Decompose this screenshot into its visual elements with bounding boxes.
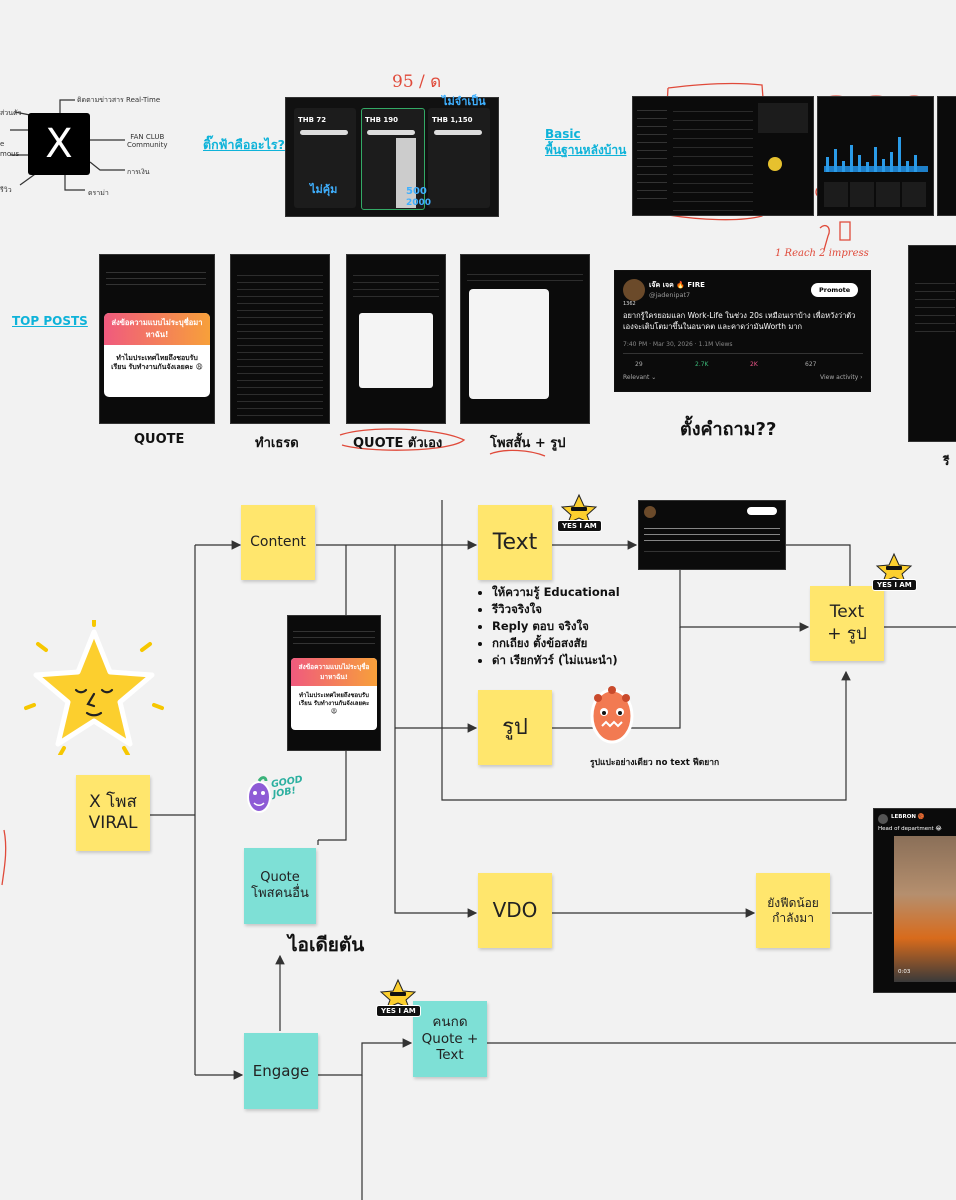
anon-message-body: ทำไมประเทศไทยถึงชอบรับเรียน รับทำงานกันจ… — [111, 354, 203, 372]
sticky-reply-quote[interactable]: คนกด Quote + Text — [413, 1001, 487, 1077]
featured-post-name: เจ๊ค เจค 🔥 FIRE — [649, 281, 705, 289]
handwritten-500: 500 — [406, 186, 427, 197]
mindmap-branch-review: รีวิว — [0, 186, 12, 194]
handwritten-2000: 2000 — [406, 198, 432, 208]
mindmap-branch-realtime: ติดตามข่าวสาร Real-Time — [77, 96, 161, 104]
mindmap-branch-drama: ดราม่า — [88, 189, 109, 197]
handwritten-no-need: ไม่จำเป็น — [442, 95, 486, 108]
tier-price-premiumplus: THB 1,150 — [432, 116, 473, 124]
ask-question-label: ตั้งคำถาม?? — [680, 419, 777, 440]
sticky-text[interactable]: Text — [478, 505, 552, 580]
analytics-screenshot-cut — [937, 96, 956, 216]
top-post-short-image — [460, 254, 590, 424]
video-time: 0:03 — [898, 969, 911, 975]
caption-short-image: โพสสั้น + รูป — [490, 436, 566, 451]
mindmap-branch-finance: การเงิน — [127, 168, 150, 176]
top-posts-label[interactable]: TOP POSTS — [12, 314, 88, 328]
sticky-vdo[interactable]: VDO — [478, 873, 552, 948]
mindmap-branch-fanclub: FAN CLUB Community — [127, 133, 168, 149]
image-note: รูปแปะอย่างเดียว no text ฟีดยาก — [590, 758, 720, 768]
sticky-quote-other[interactable]: Quote โพสคนอื่น — [244, 848, 316, 924]
top-post-thread — [230, 254, 330, 424]
caption-quote-self: QUOTE ตัวเอง — [353, 436, 443, 451]
top-post-quote-self — [346, 254, 446, 424]
basic-backend-label[interactable]: Basic พื้นฐานหลังบ้าน — [545, 127, 627, 157]
repost-count[interactable]: 2.7K — [695, 361, 709, 368]
right-edge-screenshot — [908, 245, 956, 442]
tier-price-premium: THB 190 — [365, 116, 399, 124]
mindmap-branch-personal: ส่วนตัว — [0, 109, 22, 117]
reply-count[interactable]: 29 — [635, 361, 643, 368]
smiling-star-sticker — [24, 620, 164, 755]
anon-message-banner: ส่งข้อความแบบไม่ระบุชื่อมาหาฉัน! — [291, 658, 377, 686]
analytics-note: 1 Reach 2 impress — [775, 248, 869, 259]
featured-post-handle: @jadenipat7 — [649, 291, 691, 299]
anon-message-body: ทำไมประเทศไทยถึงชอบรับเรียน รับทำงานกันจ… — [298, 692, 370, 715]
sticky-content[interactable]: Content — [241, 505, 315, 580]
caption-quote: QUOTE — [134, 432, 185, 447]
mindmap-branch-mous: mous — [0, 150, 20, 158]
yes-i-am-sticker: YES I AM — [555, 493, 603, 535]
anon-message-banner: ส่งข้อความแบบไม่ระบุชื่อมาหาฉัน! — [104, 313, 210, 345]
like-count[interactable]: 2K — [750, 361, 758, 368]
pricing-screenshot: THB 72 THB 190 THB 1,150 — [285, 97, 499, 217]
bookmark-count[interactable]: 627 — [805, 361, 817, 368]
list-item: ให้ความรู้ Educational — [492, 584, 620, 601]
featured-post-text: อยากรู้ใครยอมแลก Work-Life ในช่วง 20s เห… — [623, 311, 856, 331]
video-thumbnail[interactable] — [894, 836, 956, 982]
blue-check-question[interactable]: ติ๊กฟ้าคือ​อะไร? — [203, 137, 285, 152]
sticky-root-viral[interactable]: X โพส VIRAL — [76, 775, 150, 851]
caption-thread: ทำเธรด — [255, 436, 299, 451]
quote-example-post: ส่งข้อความแบบไม่ระบุชื่อมาหาฉัน! ทำไมประ… — [287, 615, 381, 751]
x-logo-tile: X — [28, 113, 90, 175]
mindmap-branch-e: e — [0, 140, 5, 148]
yes-i-am-sticker: YES I AM — [870, 552, 918, 594]
yes-i-am-sticker: YES I AM — [374, 978, 422, 1020]
view-activity-link[interactable]: View activity › — [820, 374, 863, 381]
list-item: กกเถียง ตั้งข้อสงสัย — [492, 635, 620, 652]
featured-post-badge: 1362 — [623, 301, 636, 307]
featured-post: เจ๊ค เจค 🔥 FIRE @jadenipat7 1362 Promote… — [614, 270, 871, 392]
idea-label: ไอเดียตัน — [288, 934, 365, 956]
relevant-dropdown[interactable]: Relevant ⌄ — [623, 374, 657, 381]
sticky-vdo-note[interactable]: ยังฟีดน้อย กำลังมา — [756, 873, 830, 948]
top-post-quote: ส่งข้อความแบบไม่ระบุชื่อมาหาฉัน! ทำไมประ… — [99, 254, 215, 424]
text-preview-post — [638, 500, 786, 570]
promote-button[interactable]: Promote — [811, 283, 859, 297]
handwritten-not-worth: ไม่คุ้ม — [310, 183, 338, 196]
tier-price-basic: THB 72 — [298, 116, 327, 124]
avatar — [623, 279, 645, 301]
x-menu-screenshot — [632, 96, 814, 216]
text-content-list: ให้ความรู้ Educational รีวิวจริงใจ Reply… — [478, 584, 620, 669]
video-post-text: Head of department 😂 — [878, 826, 942, 832]
list-item: Reply ตอบ จริงใจ — [492, 618, 620, 635]
sticky-image[interactable]: รูป — [478, 690, 552, 765]
list-item: ด่า เรียกทัวร์ (ไม่แนะนำ) — [492, 652, 620, 669]
analytics-screenshot — [817, 96, 934, 216]
right-edge-caption: รี — [943, 454, 950, 468]
sticky-text-image[interactable]: Text + รูป — [810, 586, 884, 661]
video-post-name: LEBRON 🏀 — [891, 814, 925, 820]
grumpy-monster-sticker — [590, 686, 634, 744]
x-logo-icon: X — [45, 121, 73, 167]
good-job-sticker: GOOD JOB! — [244, 773, 310, 815]
list-item: รีวิวจริงใจ — [492, 601, 620, 618]
handwritten-price: 95 / ด — [392, 72, 442, 92]
sticky-engage[interactable]: Engage — [244, 1033, 318, 1109]
featured-post-meta: 7:40 PM · Mar 30, 2026 · 1.1M Views — [623, 341, 733, 348]
video-post: LEBRON 🏀 Head of department 😂 0:03 — [873, 808, 956, 993]
